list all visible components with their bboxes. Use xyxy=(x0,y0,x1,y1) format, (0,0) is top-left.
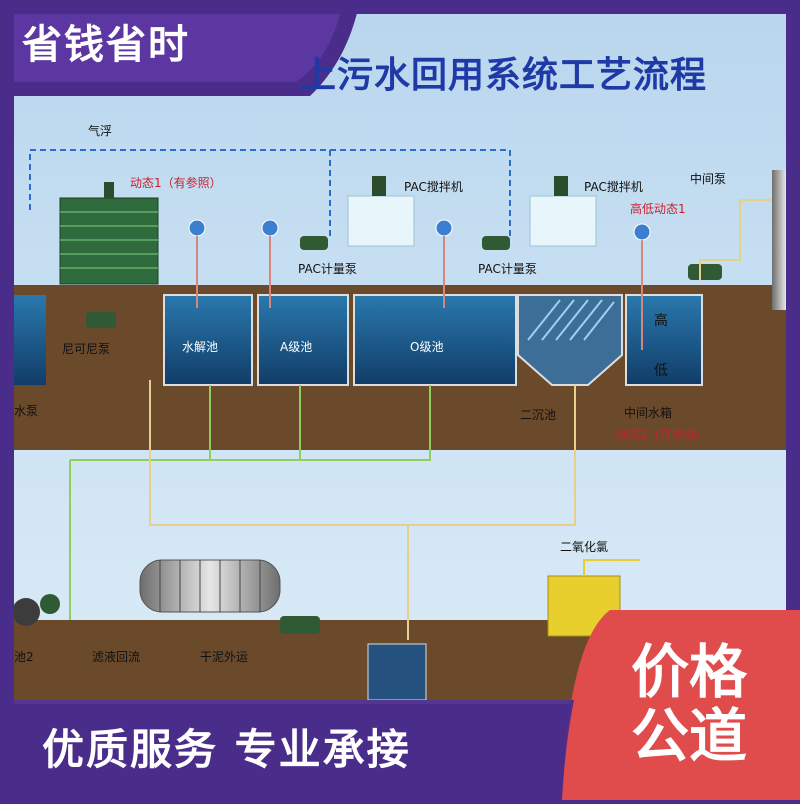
pac-tank-1 xyxy=(347,195,415,247)
label-pac-pump-1: PAC计量泵 xyxy=(298,262,357,276)
label-chlorine-dioxide: 二氧化氯 xyxy=(560,540,609,554)
label-dongtai1: 动态1（有参照） xyxy=(130,176,222,190)
hydrolysis-tank xyxy=(163,294,253,386)
label-nike-pump: 尼可尼泵 xyxy=(62,342,111,356)
pac-mixer-motor-1 xyxy=(372,176,386,196)
label-dry-sludge: 干泥外运 xyxy=(200,650,249,664)
label-qifu: 气浮 xyxy=(88,124,113,138)
label-high-low-1: 高低动态1 xyxy=(630,202,686,216)
air-lines xyxy=(29,149,511,236)
sludge-lines xyxy=(69,385,431,620)
pumps xyxy=(86,236,722,634)
pac-tank-2 xyxy=(529,195,597,247)
air-flotation-unit xyxy=(59,197,159,285)
filter-press-tank xyxy=(139,559,281,613)
label-mid-pump: 中间泵 xyxy=(690,172,727,186)
label-pac-mixer-2: PAC搅拌机 xyxy=(584,180,643,194)
label-pac-pump-2: PAC计量泵 xyxy=(478,262,537,276)
blower xyxy=(12,598,40,626)
o-tank xyxy=(353,294,517,386)
chlorine-line xyxy=(583,559,640,576)
label-mid-tank: 中间水箱 xyxy=(624,406,673,420)
label-left-cut: 池2 xyxy=(14,650,34,664)
label-dongtai2: 动态2（有参照） xyxy=(616,428,708,442)
label-shuijie: 水解池 xyxy=(182,340,219,354)
sludge-pit xyxy=(367,643,427,701)
price-badge-line2: 公道 xyxy=(630,702,747,770)
a-tank xyxy=(257,294,349,386)
settling-plates xyxy=(527,299,615,341)
flotation-grid xyxy=(60,211,158,269)
label-di: 低 xyxy=(654,363,668,379)
left-tank xyxy=(14,295,46,385)
pac-mixer-motor-2 xyxy=(554,176,568,196)
label-filtrate-return: 滤液回流 xyxy=(92,650,141,664)
label-o-tank: O级池 xyxy=(410,340,444,354)
label-a-tank: A级池 xyxy=(280,340,313,354)
label-second-settle: 二沉池 xyxy=(520,408,557,422)
diagram-title: 上污水回用系统工艺流程 xyxy=(300,55,708,96)
flotation-motor xyxy=(104,182,114,198)
return-lines xyxy=(149,199,772,640)
middle-water-tank xyxy=(625,294,703,386)
price-badge-line1: 价格 xyxy=(630,638,747,706)
sensor-probes xyxy=(196,236,643,350)
filter-ribs xyxy=(159,560,261,612)
top-left-badge-text: 省钱省时 xyxy=(22,22,190,68)
label-water-pump: 水泵 xyxy=(14,404,39,418)
label-gao: 高 xyxy=(654,313,668,329)
sensors xyxy=(188,219,651,241)
label-pac-mixer-1: PAC搅拌机 xyxy=(404,180,463,194)
bottom-bar-text: 优质服务 专业承接 xyxy=(42,725,411,774)
